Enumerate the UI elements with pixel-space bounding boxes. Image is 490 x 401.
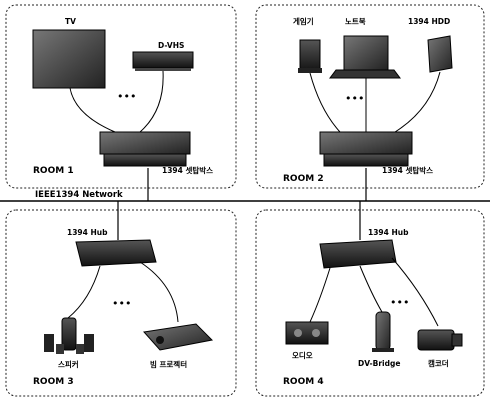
set-top-box-icon [320, 132, 412, 166]
dv-bridge-icon [372, 312, 394, 352]
speaker-icon [44, 318, 94, 354]
device-label-laptop: 노트북 [345, 16, 366, 26]
room-name: ROOM 2 [283, 174, 324, 184]
device-label-tv: TV [65, 17, 76, 26]
device-label-game-console: 게임기 [293, 16, 314, 26]
room-2: 게임기 노트북 1394 HDD ••• 1394 셋탑박스 ROOM 2 [283, 16, 452, 184]
audio-icon [286, 322, 328, 344]
room-4-frame [256, 210, 484, 396]
hub-icon [76, 240, 156, 266]
projector-icon [144, 324, 212, 350]
vcr-icon [133, 52, 193, 71]
room-3: 1394 Hub ••• 스피커 빔 프로젝터 ROOM 3 [33, 228, 212, 387]
device-label-speaker: 스피커 [58, 359, 79, 369]
hdd-icon [428, 36, 452, 72]
room-name: ROOM 4 [283, 377, 324, 387]
device-label-camcorder: 캠코더 [428, 358, 449, 368]
room-1: TV D-VHS ••• 1394 셋탑박스 ROOM 1 [33, 17, 213, 176]
hub-label: 1394 Hub [368, 228, 409, 237]
room-name: ROOM 3 [33, 377, 74, 387]
device-label-audio: 오디오 [292, 350, 313, 360]
set-top-box-icon [100, 132, 190, 166]
camcorder-icon [418, 330, 462, 350]
ellipsis: ••• [390, 296, 409, 309]
network-label: IEEE1394 Network [35, 190, 123, 200]
device-label-hdd: 1394 HDD [408, 17, 450, 26]
device-label-projector: 빔 프로젝터 [150, 359, 187, 369]
game-console-icon [298, 40, 322, 73]
device-label-d-vhs: D-VHS [158, 41, 184, 50]
ellipsis: ••• [112, 297, 131, 310]
hub-label: 1394 셋탑박스 [382, 165, 433, 175]
laptop-icon [330, 36, 400, 78]
hub-label: 1394 Hub [67, 228, 108, 237]
ellipsis: ••• [345, 92, 364, 105]
hub-icon [320, 240, 396, 268]
tv-icon [33, 30, 105, 88]
device-label-dv-bridge: DV-Bridge [358, 359, 400, 368]
room-4: 1394 Hub ••• 오디오 DV-Bridge 캠코더 ROOM 4 [283, 228, 462, 387]
ellipsis: ••• [117, 90, 136, 103]
room-name: ROOM 1 [33, 166, 74, 176]
hub-label: 1394 셋탑박스 [162, 165, 213, 175]
